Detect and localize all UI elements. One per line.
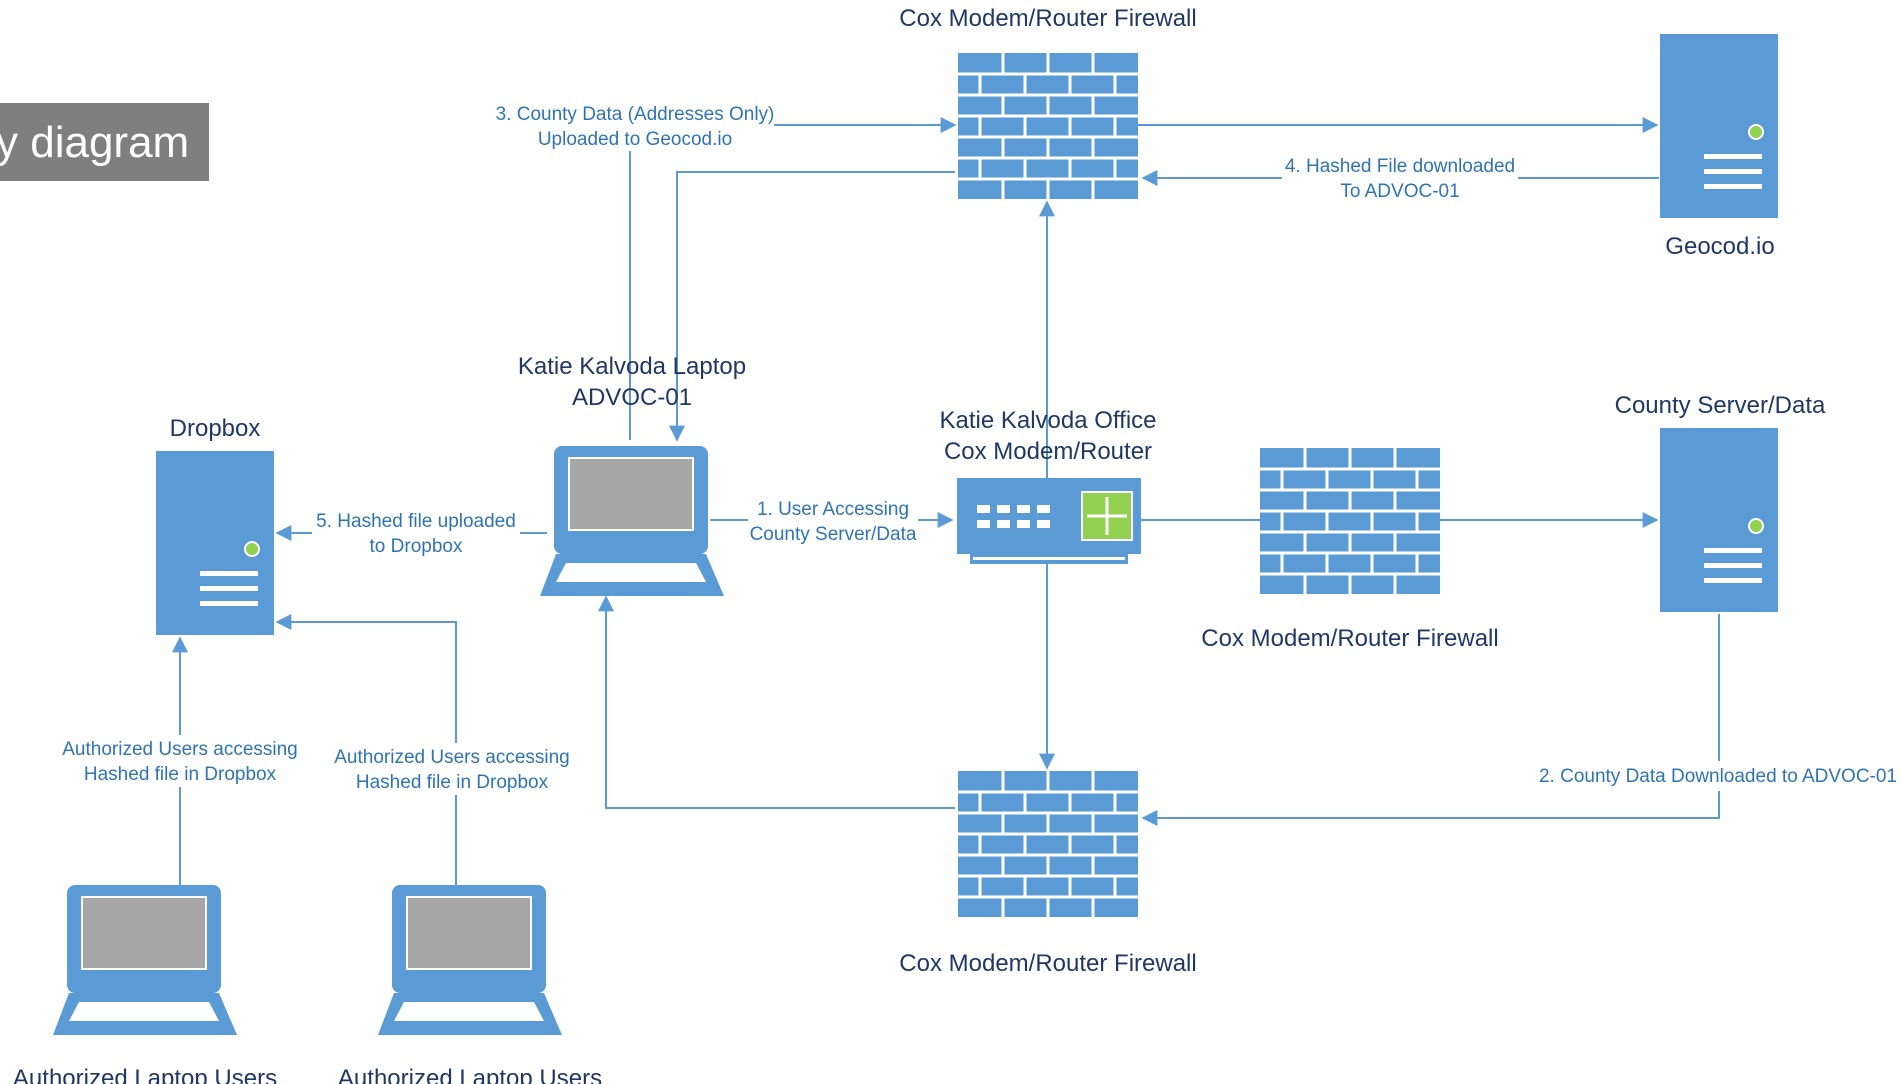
svg-text:Uploaded to Geocod.io: Uploaded to Geocod.io (538, 129, 732, 150)
svg-text:3. County Data (Addresses Only: 3. County Data (Addresses Only) (496, 104, 775, 125)
firewall-mid-label: Cox Modem/Router Firewall (1201, 625, 1498, 652)
dropbox-server-icon (155, 450, 275, 636)
svg-text:Authorized Users accessing: Authorized Users accessing (62, 739, 298, 760)
router-label-line1: Katie Kalvoda Office (939, 407, 1156, 434)
edge-label-users1: Authorized Users accessing Hashed file i… (62, 735, 298, 787)
svg-text:County Server/Data: County Server/Data (750, 524, 917, 545)
dropbox-label: Dropbox (170, 415, 261, 442)
svg-text:Hashed file in Dropbox: Hashed file in Dropbox (356, 772, 549, 793)
router-label-line2: Cox Modem/Router (944, 438, 1152, 465)
title-text: y diagram (0, 118, 189, 167)
svg-text:To ADVOC-01: To ADVOC-01 (1340, 181, 1459, 202)
connector-step2 (1141, 614, 1720, 826)
connector-firewall-to-laptop (669, 171, 955, 442)
edge-label-step2: 2. County Data Downloaded to ADVOC-01 (1539, 761, 1897, 791)
edge-label-step5: 5. Hashed file uploaded to Dropbox (312, 507, 520, 559)
title-banner (0, 103, 209, 181)
svg-text:5. Hashed file uploaded: 5. Hashed file uploaded (316, 511, 516, 532)
firewall-top-icon (956, 51, 1140, 201)
county-label: County Server/Data (1615, 392, 1826, 419)
firewall-top-label: Cox Modem/Router Firewall (899, 5, 1196, 32)
geocodio-server-icon (1659, 33, 1779, 219)
firewall-bottom-label: Cox Modem/Router Firewall (899, 950, 1196, 977)
user-laptop-1-icon (52, 884, 238, 1036)
laptop-advoc01-icon (539, 445, 725, 597)
firewall-mid-icon (1258, 446, 1442, 596)
laptop-label-line2: ADVOC-01 (572, 384, 692, 411)
router-icon (957, 478, 1141, 564)
user-laptop-1-label: Authorized Laptop Users (13, 1065, 277, 1084)
laptop-label-line1: Katie Kalvoda Laptop (518, 353, 746, 380)
svg-text:Hashed file in Dropbox: Hashed file in Dropbox (84, 764, 277, 785)
svg-text:2. County Data Downloaded to A: 2. County Data Downloaded to ADVOC-01 (1539, 766, 1897, 787)
firewall-bottom-icon (956, 769, 1140, 919)
edge-label-step4: 4. Hashed File downloaded To ADVOC-01 (1282, 152, 1518, 204)
edge-label-step1: 1. User Accessing County Server/Data (748, 495, 918, 547)
connector-firewall-bottom-to-laptop (598, 595, 955, 809)
svg-text:4. Hashed File downloaded: 4. Hashed File downloaded (1285, 156, 1515, 177)
edge-label-step3: 3. County Data (Addresses Only) Uploaded… (496, 99, 775, 151)
user-laptop-2-icon (377, 884, 563, 1036)
edge-label-users2: Authorized Users accessing Hashed file i… (334, 743, 570, 795)
county-server-icon (1659, 427, 1779, 613)
geocodio-label: Geocod.io (1665, 233, 1774, 260)
connector-users2 (275, 614, 457, 885)
svg-text:1. User Accessing: 1. User Accessing (757, 499, 909, 520)
svg-text:Authorized Users accessing: Authorized Users accessing (334, 747, 570, 768)
svg-text:to Dropbox: to Dropbox (370, 536, 463, 557)
user-laptop-2-label: Authorized Laptop Users (338, 1065, 602, 1084)
